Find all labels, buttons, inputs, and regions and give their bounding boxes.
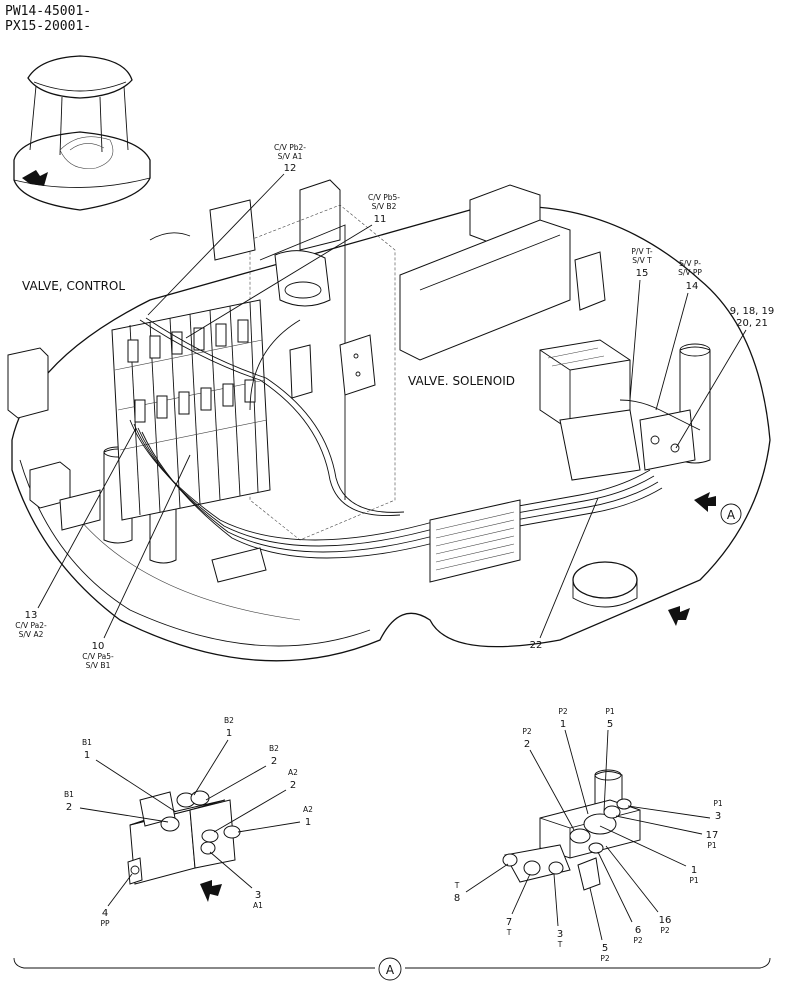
- upper-structure-illustration: [7, 179, 771, 662]
- callout-14: S/V P- S/V PP 14: [655, 259, 702, 411]
- svg-text:5: 5: [602, 943, 608, 954]
- svg-text:2: 2: [290, 780, 296, 791]
- svg-text:14: 14: [686, 281, 699, 292]
- svg-text:S/V PP: S/V PP: [678, 268, 702, 277]
- svg-text:S/V P-: S/V P-: [679, 259, 701, 268]
- svg-text:B2: B2: [224, 716, 234, 725]
- svg-text:C/V Pb5-: C/V Pb5-: [368, 193, 400, 202]
- view-a-bracket: A: [13, 957, 771, 981]
- right-detail-labels: P2 1 P1 5 P2 2 P1 3 17 P1 1 P1 T 8 7 T 3…: [454, 707, 723, 963]
- machine-thumbnail: [13, 55, 151, 211]
- svg-text:P1: P1: [713, 799, 723, 808]
- svg-text:2: 2: [66, 802, 72, 813]
- svg-text:P1: P1: [689, 876, 699, 885]
- callout-12: C/V Pb2- S/V A1 12: [147, 143, 306, 316]
- svg-text:1: 1: [691, 865, 697, 876]
- svg-text:S/V T: S/V T: [632, 256, 652, 265]
- svg-text:T: T: [557, 940, 563, 949]
- svg-text:A2: A2: [303, 805, 313, 814]
- svg-text:A2: A2: [288, 768, 298, 777]
- svg-text:3: 3: [255, 890, 261, 901]
- view-arrow-icon: [22, 170, 48, 186]
- svg-text:C/V Pa2-: C/V Pa2-: [15, 621, 47, 630]
- callout-9-18-19-20-21: 9, 18, 19 20, 21: [675, 306, 775, 449]
- rear-grille: [429, 499, 521, 583]
- svg-text:2: 2: [524, 739, 530, 750]
- svg-text:13: 13: [25, 610, 38, 621]
- hose-bundle: [129, 317, 701, 559]
- svg-text:B2: B2: [269, 744, 279, 753]
- svg-text:P2: P2: [600, 954, 610, 963]
- svg-text:7: 7: [506, 917, 512, 928]
- svg-text:S/V B1: S/V B1: [86, 661, 111, 670]
- svg-text:1: 1: [305, 817, 311, 828]
- svg-text:4: 4: [102, 908, 108, 919]
- svg-text:16: 16: [659, 915, 672, 926]
- svg-text:B1: B1: [82, 738, 92, 747]
- callout-13: 13 C/V Pa2- S/V A2: [15, 427, 137, 639]
- svg-text:B1: B1: [64, 790, 74, 799]
- callout-22: 22: [530, 497, 599, 651]
- svg-text:22: 22: [530, 640, 543, 651]
- svg-text:1: 1: [226, 728, 232, 739]
- svg-text:11: 11: [374, 214, 387, 225]
- svg-text:5: 5: [607, 719, 613, 730]
- svg-text:P/V T-: P/V T-: [631, 247, 652, 256]
- svg-text:T: T: [454, 881, 460, 890]
- control-valve-stack: [111, 299, 271, 521]
- direction-arrow-icon: [668, 606, 690, 626]
- svg-text:P2: P2: [660, 926, 670, 935]
- svg-text:P2: P2: [558, 707, 568, 716]
- svg-text:S/V A2: S/V A2: [19, 630, 44, 639]
- serial-range-1: PW14-45001-: [5, 4, 91, 19]
- svg-text:2: 2: [271, 756, 277, 767]
- svg-text:S/V A1: S/V A1: [278, 152, 303, 161]
- view-a-label: A: [386, 963, 395, 977]
- label-valve-solenoid: VALVE. SOLENOID: [408, 374, 515, 388]
- svg-text:P2: P2: [633, 936, 643, 945]
- svg-text:12: 12: [284, 163, 297, 174]
- svg-text:P1: P1: [605, 707, 615, 716]
- svg-text:10: 10: [92, 641, 105, 652]
- svg-text:8: 8: [454, 893, 460, 904]
- svg-text:20, 21: 20, 21: [736, 318, 768, 329]
- svg-text:1: 1: [84, 750, 90, 761]
- right-detail-fittings: [502, 769, 641, 891]
- svg-text:3: 3: [715, 811, 721, 822]
- svg-text:C/V Pa5-: C/V Pa5-: [82, 652, 114, 661]
- left-detail-fittings: [127, 790, 241, 885]
- svg-text:6: 6: [635, 925, 641, 936]
- label-valve-control: VALVE, CONTROL: [22, 279, 125, 293]
- serial-range-2: PX15-20001-: [5, 19, 91, 34]
- svg-text:P2: P2: [522, 727, 532, 736]
- svg-text:3: 3: [557, 929, 563, 940]
- solenoid-valve-block: [539, 339, 696, 481]
- svg-text:A: A: [727, 508, 736, 522]
- svg-text:17: 17: [706, 830, 719, 841]
- callout-10: 10 C/V Pa5- S/V B1: [82, 454, 191, 670]
- svg-text:T: T: [506, 928, 512, 937]
- svg-text:P1: P1: [707, 841, 717, 850]
- svg-text:A1: A1: [253, 901, 263, 910]
- callout-15: P/V T- S/V T 15: [629, 247, 653, 401]
- left-detail-arrow-icon: [200, 880, 222, 902]
- svg-text:PP: PP: [100, 919, 110, 928]
- callout-11: C/V Pb5- S/V B2 11: [185, 193, 400, 339]
- svg-text:15: 15: [636, 268, 649, 279]
- svg-text:C/V Pb2-: C/V Pb2-: [274, 143, 306, 152]
- svg-text:S/V B2: S/V B2: [372, 202, 397, 211]
- left-detail-labels: B2 1 B1 1 B2 2 A2 2 B1 2 A2 1 3 A1 4 PP: [64, 716, 313, 928]
- svg-text:9, 18, 19: 9, 18, 19: [730, 306, 775, 317]
- view-a-arrow-icon: [694, 492, 716, 512]
- svg-text:1: 1: [560, 719, 566, 730]
- view-a-indicator: A: [694, 492, 742, 525]
